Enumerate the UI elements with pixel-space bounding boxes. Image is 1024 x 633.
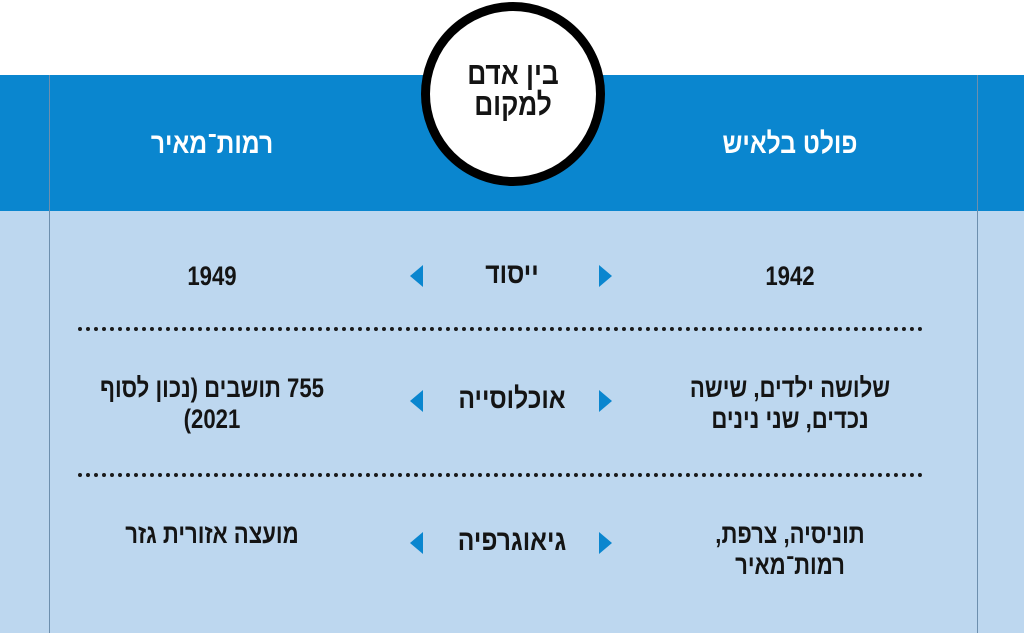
row-population-right: שלושה ילדים, שישה נכדים, שני נינים (689, 373, 891, 434)
comparison-body (0, 211, 1024, 633)
row-geography-left: מועצה אזורית גזר (125, 519, 299, 549)
row-population-label: אוכלוסייה (458, 383, 566, 415)
column-title-right: פולט בלאיש (722, 128, 858, 160)
arrow-right-icon (599, 265, 612, 287)
column-title-left: רמות־מאיר (150, 128, 274, 160)
arrow-left-icon (410, 390, 423, 412)
arrow-right-icon (599, 390, 612, 412)
dotted-divider (78, 327, 923, 331)
title-badge: בין אדם למקום (421, 2, 605, 186)
badge-title: בין אדם למקום (467, 56, 559, 122)
arrow-left-icon (410, 532, 423, 554)
row-population-left: 755 תושבים (נכון לסוף 2021) (100, 373, 324, 434)
row-geography-right: תוניסיה, צרפת, רמות־מאיר (715, 519, 865, 580)
row-geography-label: גיאוגרפיה (457, 525, 567, 557)
row-founded-right: 1942 (765, 261, 815, 291)
divider-line (49, 75, 50, 633)
row-founded-left: 1949 (187, 261, 237, 291)
arrow-left-icon (410, 265, 423, 287)
divider-line (977, 75, 978, 633)
arrow-right-icon (599, 532, 612, 554)
dotted-divider (78, 473, 923, 477)
row-founded-label: ייסוד (485, 258, 539, 290)
